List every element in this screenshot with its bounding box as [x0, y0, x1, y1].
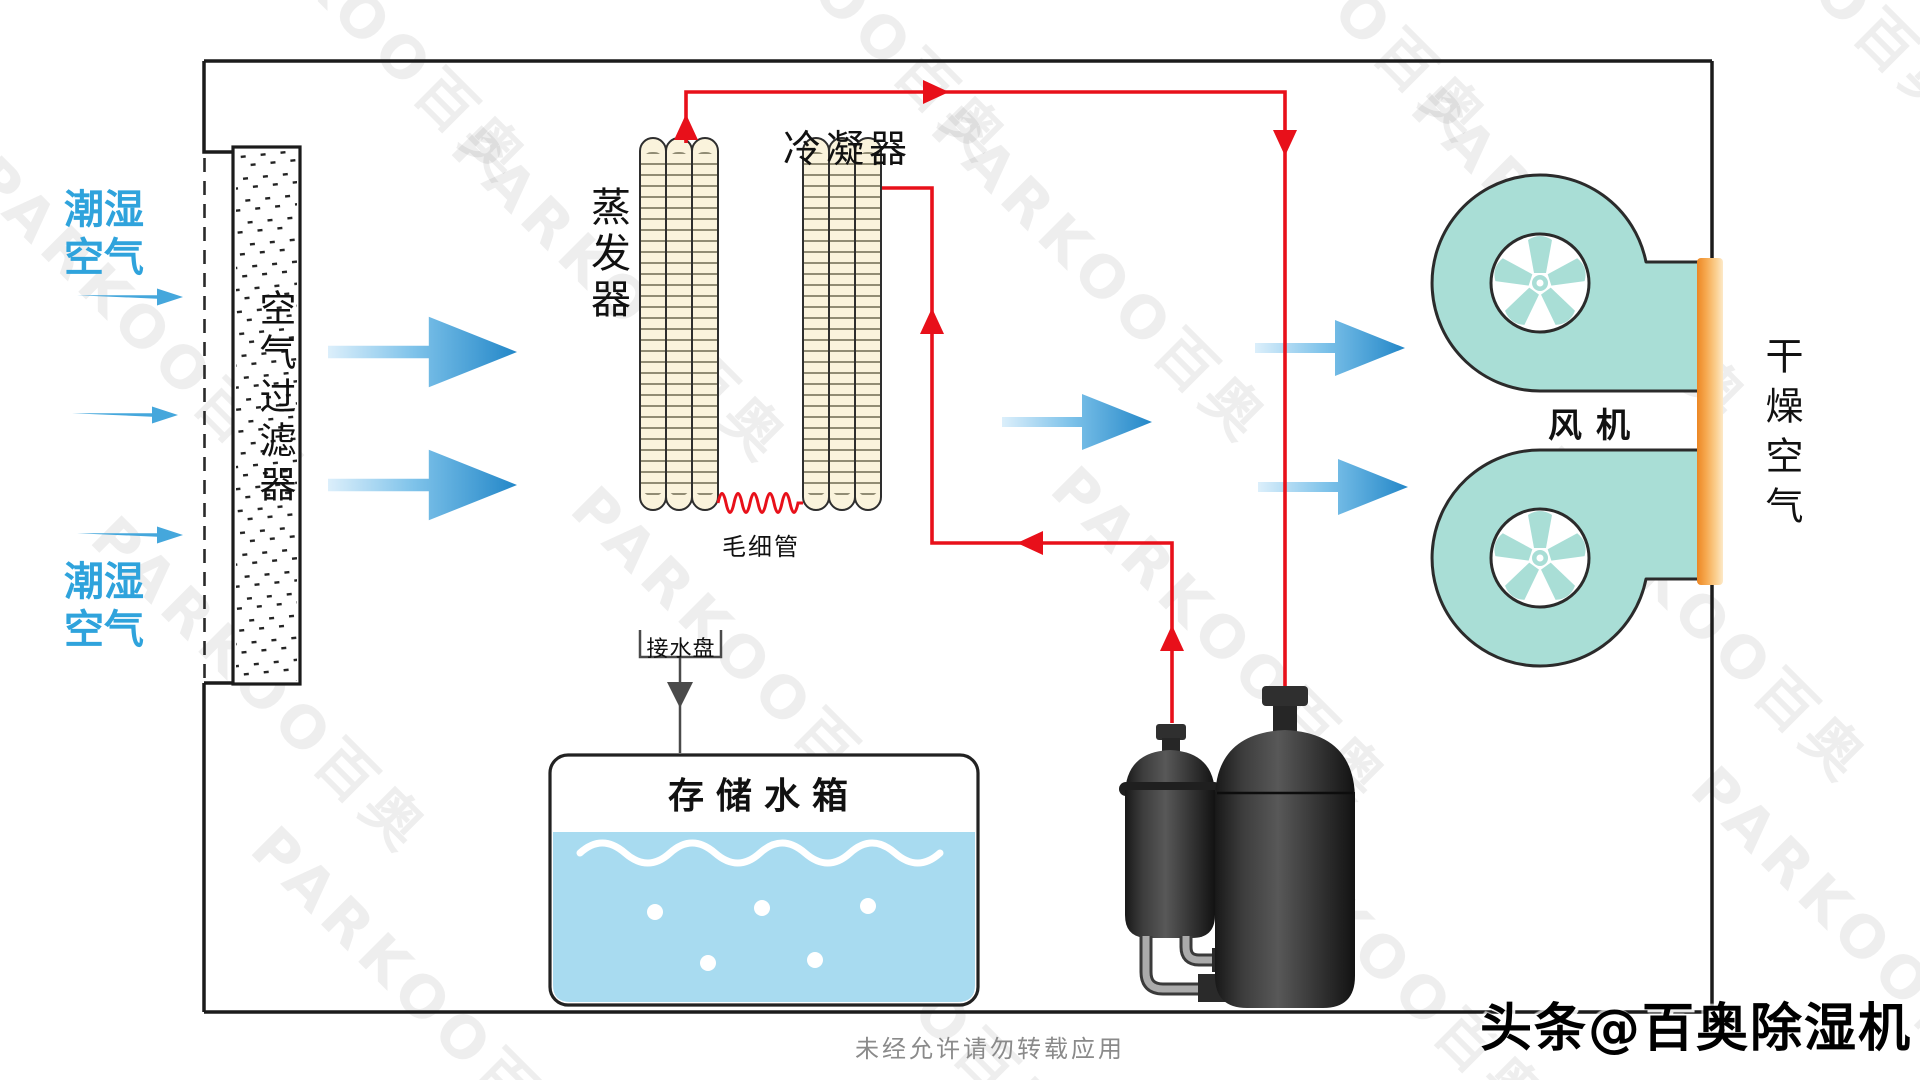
condenser-coil	[802, 137, 882, 511]
accumulator-cylinder	[1119, 724, 1221, 938]
condenser-label: 冷凝器	[783, 127, 913, 171]
water-tank-label: 存储水箱	[667, 776, 860, 817]
airflow-arrow-fan-bottom	[1258, 459, 1408, 515]
air-filter	[231, 145, 302, 686]
airflow-arrow-fan-top	[1255, 320, 1405, 376]
author-watermark: 头条@百奥除湿机	[1480, 999, 1913, 1059]
evaporator-label: 蒸发器	[584, 186, 630, 324]
airflow-arrow-middle	[1002, 394, 1152, 450]
airflow-arrow-left-bottom	[328, 449, 517, 521]
refrigerant-flow-arrowheads	[674, 80, 1297, 651]
dry-air-label: 干燥空气	[1759, 336, 1803, 536]
humid-air-label-top: 潮湿空气	[64, 187, 144, 281]
air-outlet-strip	[1697, 258, 1723, 585]
fan-assembly	[1430, 173, 1723, 668]
fan-blade-icon	[1489, 232, 1591, 334]
water-tank	[548, 753, 980, 1007]
capillary-tube	[716, 492, 803, 514]
copyright-notice: 未经允许请勿转载应用	[855, 1037, 1125, 1063]
water-wave	[576, 839, 944, 867]
drip-tray-label: 接水盘	[646, 637, 716, 662]
capillary-label: 毛细管	[722, 533, 800, 561]
humid-air-inlet-arrows	[72, 288, 183, 544]
fan-label: 风机	[1548, 406, 1644, 446]
compressor-cylinder	[1215, 686, 1355, 1008]
air-filter-label: 空气过滤器	[253, 289, 296, 509]
enclosure-outline	[202, 59, 1714, 1014]
humid-air-label-bottom: 潮湿空气	[64, 559, 144, 653]
fan-blade-icon	[1489, 507, 1591, 609]
airflow-arrow-left-top	[328, 316, 517, 388]
refrigerant-pipes	[684, 90, 1287, 723]
compressor-tubes	[1139, 936, 1226, 1002]
evaporator-coil	[639, 137, 719, 511]
drain-arrow	[667, 682, 693, 708]
water-bubbles	[647, 898, 876, 971]
